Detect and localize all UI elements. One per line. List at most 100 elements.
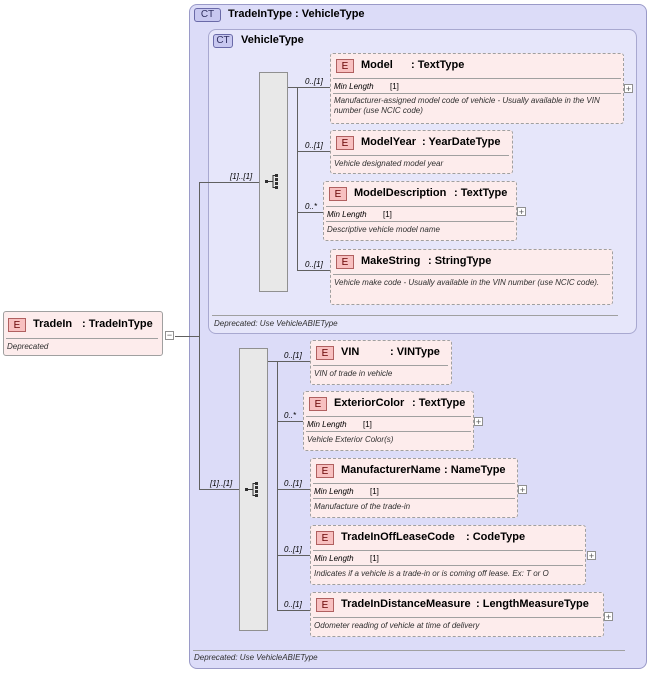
cardinality-label: 0..[1]	[284, 351, 302, 360]
connector	[288, 87, 330, 88]
cardinality-label: 0..[1]	[305, 141, 323, 150]
cardinality-label: [1]..[1]	[210, 479, 233, 488]
vehicletype-title: VehicleType	[241, 34, 304, 46]
element-type: : CodeType	[466, 531, 526, 543]
element-type: : VINType	[390, 346, 440, 358]
tradeintype-footer: Deprecated: Use VehicleABIEType	[194, 653, 318, 662]
manufacturername-element[interactable]	[310, 458, 518, 518]
cardinality-label: [1]..[1]	[230, 172, 253, 181]
divider	[333, 274, 610, 275]
facet-label: Min Length	[314, 487, 354, 496]
facet-value: [1]	[370, 554, 379, 563]
complex-type-extension-icon: CT	[194, 8, 221, 22]
element-name: TradeIn	[33, 318, 73, 330]
element-doc: Vehicle designated model year	[334, 159, 444, 168]
facet-label: Min Length	[307, 420, 347, 429]
element-icon: E	[316, 598, 334, 612]
element-icon: E	[336, 59, 354, 73]
divider	[313, 365, 448, 366]
tradeinoffleasecode-element[interactable]	[310, 525, 586, 585]
expand-icon[interactable]: +	[624, 84, 633, 94]
modelyear-element[interactable]	[330, 130, 513, 174]
divider	[193, 650, 625, 651]
facet-label: Min Length	[314, 554, 354, 563]
cardinality-label: 0..[1]	[305, 77, 323, 86]
element-name: TradeInOffLeaseCode	[341, 531, 455, 543]
expand-icon[interactable]: +	[604, 612, 613, 622]
modeldescription-element[interactable]	[323, 181, 517, 241]
element-doc: Vehicle make code - Usually available in…	[334, 278, 600, 287]
element-doc: Descriptive vehicle model name	[327, 225, 440, 234]
cardinality-label: 0..*	[305, 202, 318, 211]
element-icon: E	[316, 346, 334, 360]
element-name: MakeString	[361, 255, 421, 267]
expand-icon[interactable]: +	[474, 417, 483, 427]
makestring-element[interactable]	[330, 249, 613, 305]
element-doc: Indicates if a vehicle is a trade-in or …	[314, 569, 549, 578]
facet-value: [1]	[363, 420, 372, 429]
tradein-element[interactable]	[3, 311, 163, 356]
element-type: : TradeInType	[82, 318, 153, 330]
divider	[326, 206, 514, 207]
element-name: ManufacturerName	[341, 464, 441, 476]
cardinality-label: 0..[1]	[305, 260, 323, 269]
element-name: VIN	[341, 346, 360, 358]
cardinality-label: 0..[1]	[284, 545, 302, 554]
divider	[6, 338, 158, 339]
element-doc: Vehicle Exterior Color(s)	[307, 435, 394, 444]
element-icon: E	[336, 255, 354, 269]
element-icon: E	[316, 464, 334, 478]
connector	[277, 555, 310, 556]
divider	[333, 78, 621, 79]
divider	[326, 221, 514, 222]
element-doc: Odometer reading of vehicle at time of d…	[314, 621, 480, 630]
tradeindistancemeasure-element[interactable]	[310, 592, 604, 637]
connector	[277, 361, 278, 611]
facet-value: [1]	[383, 210, 392, 219]
sequence-icon	[265, 174, 278, 189]
element-doc: Manufacturer-assigned model code of vehi…	[334, 96, 600, 115]
element-type: : TextType	[411, 59, 465, 71]
element-doc: VIN of trade in vehicle	[314, 369, 393, 378]
connector	[268, 361, 310, 362]
element-name: TradeInDistanceMeasure	[341, 598, 471, 610]
divider	[333, 93, 621, 94]
divider	[212, 315, 618, 316]
model-element[interactable]	[330, 53, 624, 124]
facet-value: [1]	[390, 82, 399, 91]
cardinality-label: 0..[1]	[284, 479, 302, 488]
element-type: : LengthMeasureType	[476, 598, 589, 610]
connector	[277, 610, 310, 611]
expand-icon[interactable]: +	[518, 485, 527, 495]
element-icon: E	[316, 531, 334, 545]
facet-label: Min Length	[327, 210, 367, 219]
sequence-icon	[245, 482, 258, 497]
element-type: : TextType	[454, 187, 508, 199]
collapse-icon[interactable]: −	[165, 330, 174, 340]
connector	[277, 489, 310, 490]
vehicletype-footer: Deprecated: Use VehicleABIEType	[214, 319, 338, 328]
connector	[199, 489, 239, 490]
divider	[306, 416, 471, 417]
element-doc: Deprecated	[7, 342, 49, 351]
connector	[277, 421, 303, 422]
connector	[297, 212, 323, 213]
divider	[313, 483, 515, 484]
element-icon: E	[329, 187, 347, 201]
connector	[199, 182, 200, 490]
element-type: : TextType	[412, 397, 466, 409]
connector	[297, 87, 298, 270]
connector	[297, 151, 330, 152]
element-icon: E	[336, 136, 354, 150]
expand-icon[interactable]: +	[517, 207, 526, 217]
divider	[306, 431, 471, 432]
expand-icon[interactable]: +	[587, 551, 596, 561]
divider	[313, 617, 601, 618]
divider	[313, 498, 515, 499]
connector	[297, 270, 330, 271]
element-icon: E	[309, 397, 327, 411]
element-type: : NameType	[444, 464, 506, 476]
divider	[333, 155, 509, 156]
exteriorcolor-element[interactable]	[303, 391, 474, 451]
divider	[313, 565, 583, 566]
